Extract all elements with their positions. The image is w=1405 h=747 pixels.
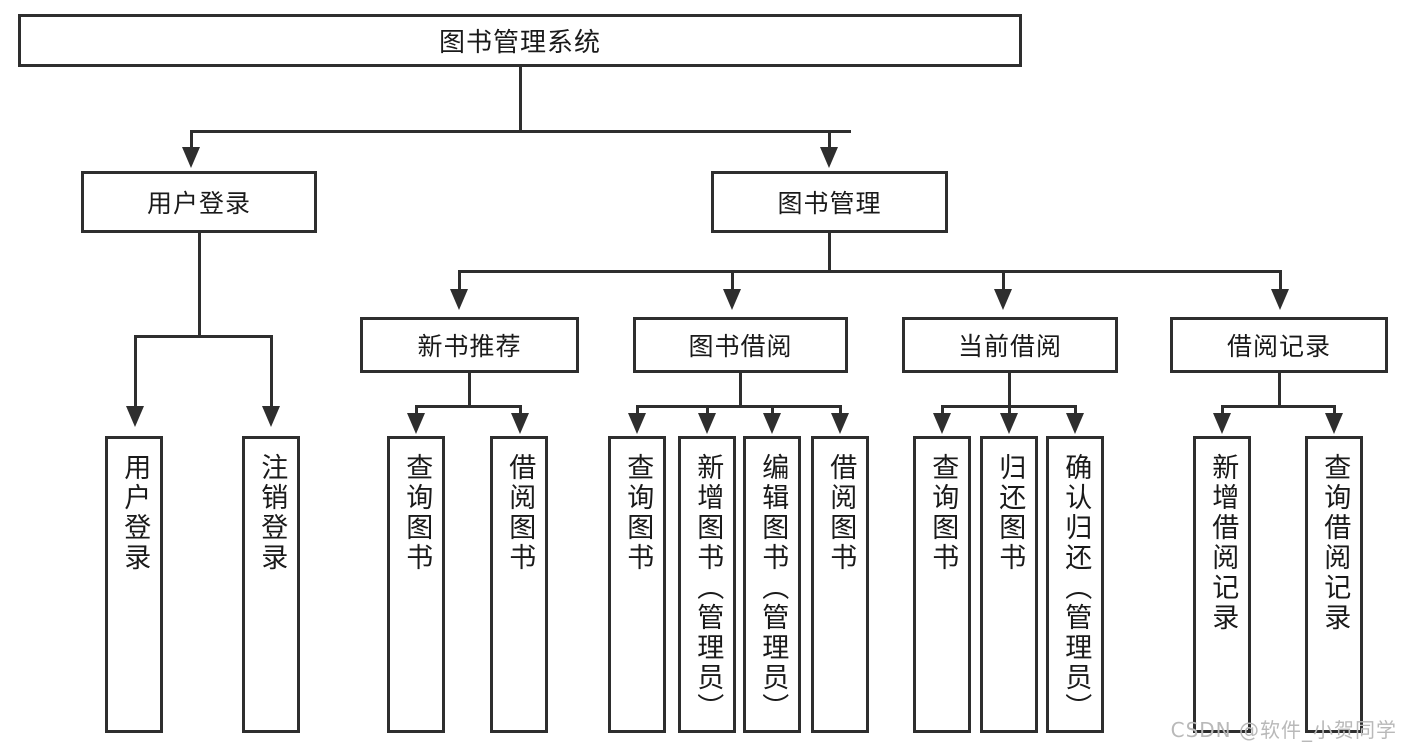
connector-record-leaf-1: [1221, 405, 1224, 414]
leaf-record-query-record[interactable]: 查询借阅记录: [1305, 436, 1363, 733]
connector-record-leaf-2: [1333, 405, 1336, 414]
node-label: 借阅图书: [825, 453, 857, 573]
arrowhead-icon: [262, 406, 280, 427]
arrowhead-icon: [450, 289, 468, 310]
leaf-user-login[interactable]: 用户登录: [105, 436, 163, 733]
connector-user-bar: [134, 335, 273, 338]
connector-book-to-record: [1279, 270, 1282, 290]
arrowhead-icon: [820, 147, 838, 168]
connector-root-to-book: [828, 130, 831, 148]
connector-current-leaf-3: [1074, 405, 1077, 414]
node-label: 查询图书: [927, 453, 959, 573]
connector-book-stem: [828, 233, 831, 270]
connector-book-bar: [458, 270, 1282, 273]
leaf-current-confirm-return[interactable]: 确认归还（管理员）: [1046, 436, 1104, 733]
leaf-recommend-borrow-book[interactable]: 借阅图书: [490, 436, 548, 733]
leaf-current-return-book[interactable]: 归还图书: [980, 436, 1038, 733]
leaf-borrow-borrow-book[interactable]: 借阅图书: [811, 436, 869, 733]
node-label: 注销登录: [256, 453, 288, 573]
node-label: 当前借阅: [957, 332, 1062, 361]
connector-borrow-leaf-1: [636, 405, 639, 414]
connector-borrow-bar: [636, 405, 842, 408]
arrowhead-icon: [763, 413, 781, 434]
node-label: 图书管理: [777, 189, 882, 218]
connector-user-stem: [198, 233, 201, 335]
arrowhead-icon: [698, 413, 716, 434]
connector-root-to-user: [190, 130, 193, 148]
node-book-management[interactable]: 图书管理: [711, 171, 948, 233]
connector-recommend-leaf-1: [415, 405, 418, 414]
connector-record-stem: [1278, 373, 1281, 405]
arrowhead-icon: [182, 147, 200, 168]
arrowhead-icon: [723, 289, 741, 310]
connector-current-leaf-2: [1008, 405, 1011, 414]
node-label: 图书管理系统: [438, 28, 601, 58]
connector-recommend-leaf-2: [519, 405, 522, 414]
leaf-current-query-book[interactable]: 查询图书: [913, 436, 971, 733]
arrowhead-icon: [126, 406, 144, 427]
connector-recommend-bar: [415, 405, 522, 408]
node-label: 借阅记录: [1226, 332, 1331, 361]
connector-current-leaf-1: [941, 405, 944, 414]
connector-user-leaf-2: [270, 335, 273, 407]
node-label: 图书借阅: [688, 332, 793, 361]
arrowhead-icon: [511, 413, 529, 434]
arrowhead-icon: [1325, 413, 1343, 434]
node-current-borrow[interactable]: 当前借阅: [902, 317, 1118, 373]
connector-book-to-current: [1002, 270, 1005, 290]
connector-root-bar: [190, 130, 851, 133]
connector-recommend-stem: [468, 373, 471, 405]
node-label: 编辑图书（管理员）: [757, 453, 789, 723]
node-label: 归还图书: [994, 453, 1026, 573]
node-label: 查询借阅记录: [1319, 453, 1351, 633]
leaf-user-logout[interactable]: 注销登录: [242, 436, 300, 733]
leaf-borrow-edit-book[interactable]: 编辑图书（管理员）: [743, 436, 801, 733]
arrowhead-icon: [933, 413, 951, 434]
node-label: 新增图书（管理员）: [692, 453, 724, 723]
leaf-borrow-add-book[interactable]: 新增图书（管理员）: [678, 436, 736, 733]
connector-book-to-borrow: [731, 270, 734, 290]
node-label: 确认归还（管理员）: [1060, 453, 1092, 723]
node-label: 查询图书: [401, 453, 433, 573]
node-label: 新增借阅记录: [1207, 453, 1239, 633]
node-label: 用户登录: [146, 189, 251, 218]
arrowhead-icon: [1000, 413, 1018, 434]
arrowhead-icon: [831, 413, 849, 434]
arrowhead-icon: [407, 413, 425, 434]
arrowhead-icon: [628, 413, 646, 434]
node-label: 新书推荐: [417, 332, 522, 361]
arrowhead-icon: [994, 289, 1012, 310]
leaf-record-add-record[interactable]: 新增借阅记录: [1193, 436, 1251, 733]
node-new-book-recommend[interactable]: 新书推荐: [360, 317, 579, 373]
node-borrow-record[interactable]: 借阅记录: [1170, 317, 1388, 373]
connector-borrow-leaf-3: [771, 405, 774, 414]
node-user-login[interactable]: 用户登录: [81, 171, 317, 233]
connector-user-leaf-1: [134, 335, 137, 407]
connector-borrow-stem: [739, 373, 742, 405]
arrowhead-icon: [1213, 413, 1231, 434]
node-label: 查询图书: [622, 453, 654, 573]
connector-borrow-leaf-2: [706, 405, 709, 414]
connector-borrow-leaf-4: [839, 405, 842, 414]
connector-root-stem: [519, 67, 522, 130]
node-book-borrow[interactable]: 图书借阅: [633, 317, 848, 373]
node-label: 用户登录: [119, 453, 151, 573]
node-root-system[interactable]: 图书管理系统: [18, 14, 1022, 67]
connector-current-stem: [1008, 373, 1011, 405]
arrowhead-icon: [1066, 413, 1084, 434]
connector-book-to-recommend: [458, 270, 461, 290]
connector-record-bar: [1221, 405, 1336, 408]
leaf-recommend-query-book[interactable]: 查询图书: [387, 436, 445, 733]
node-label: 借阅图书: [504, 453, 536, 573]
leaf-borrow-query-book[interactable]: 查询图书: [608, 436, 666, 733]
arrowhead-icon: [1271, 289, 1289, 310]
